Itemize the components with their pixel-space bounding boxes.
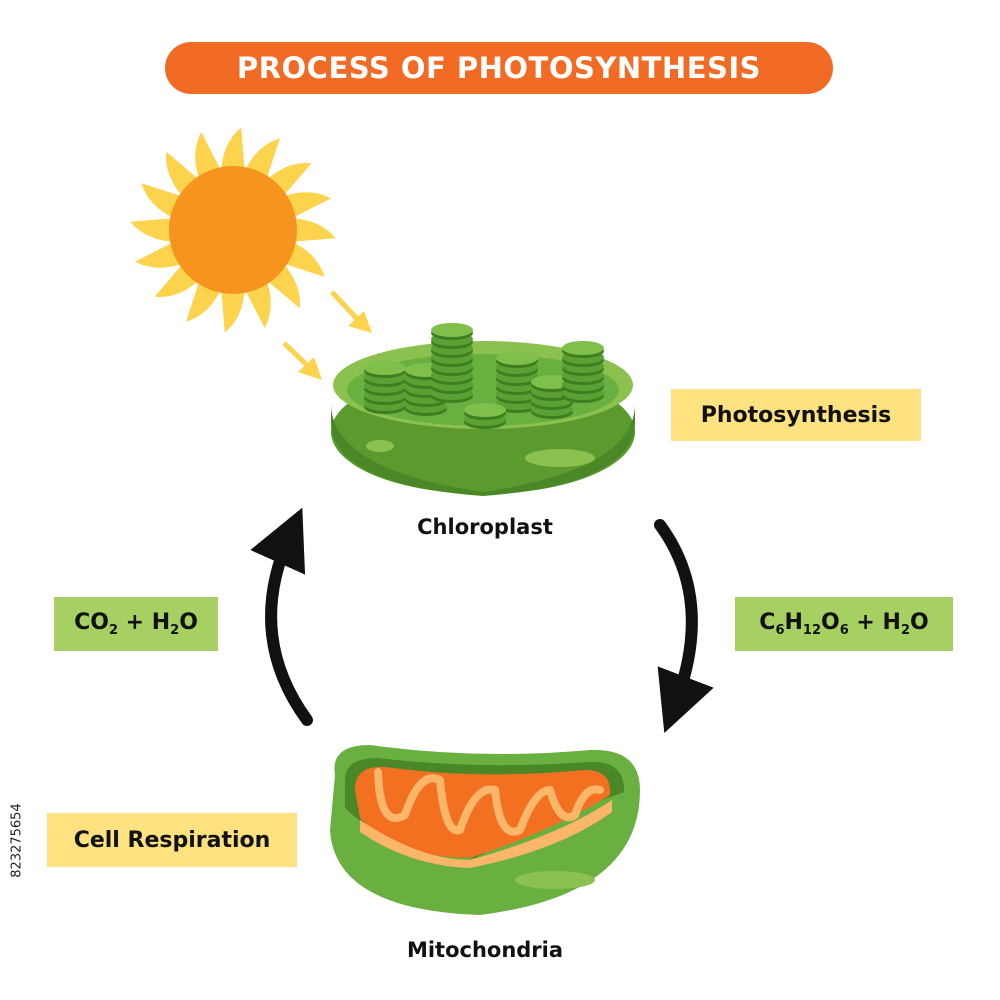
- cell-respiration-label: Cell Respiration: [47, 813, 297, 867]
- reactants-formula: CO2 + H2O: [74, 610, 198, 638]
- cycle-arrow-up: [250, 507, 313, 726]
- sun-ray: [282, 192, 332, 219]
- sun-ray: [221, 288, 245, 333]
- stock-id-watermark: 823275654: [9, 802, 25, 878]
- products-formula-label: C6H12O6 + H2O: [735, 597, 953, 651]
- chloroplast-caption: Chloroplast: [417, 515, 553, 539]
- sun-ray: [244, 279, 271, 329]
- granum-stack: [431, 323, 473, 403]
- granum-stack: [464, 403, 506, 429]
- photosynthesis-label: Photosynthesis: [671, 389, 921, 441]
- sun-icon: [130, 127, 336, 333]
- granum-stack: [364, 361, 406, 414]
- sun-ray: [291, 218, 336, 242]
- page-title: PROCESS OF PHOTOSYNTHESIS: [236, 51, 762, 85]
- reactants-formula-label: CO2 + H2O: [54, 597, 218, 651]
- cycle-arrow-down: [654, 519, 714, 734]
- title-banner: PROCESS OF PHOTOSYNTHESIS: [165, 42, 833, 94]
- products-formula: C6H12O6 + H2O: [759, 610, 929, 638]
- sun-ray: [134, 241, 184, 268]
- sun-ray: [195, 131, 222, 181]
- granum-stack: [496, 351, 538, 413]
- sunlight-arrows: [282, 290, 372, 380]
- chloroplast-illustration: [331, 323, 635, 496]
- granum-stack: [562, 341, 604, 403]
- sun-ray: [130, 218, 175, 242]
- mitochondria-caption: Mitochondria: [406, 938, 564, 962]
- mitochondria-illustration: [330, 745, 640, 915]
- sun-ray: [221, 127, 245, 172]
